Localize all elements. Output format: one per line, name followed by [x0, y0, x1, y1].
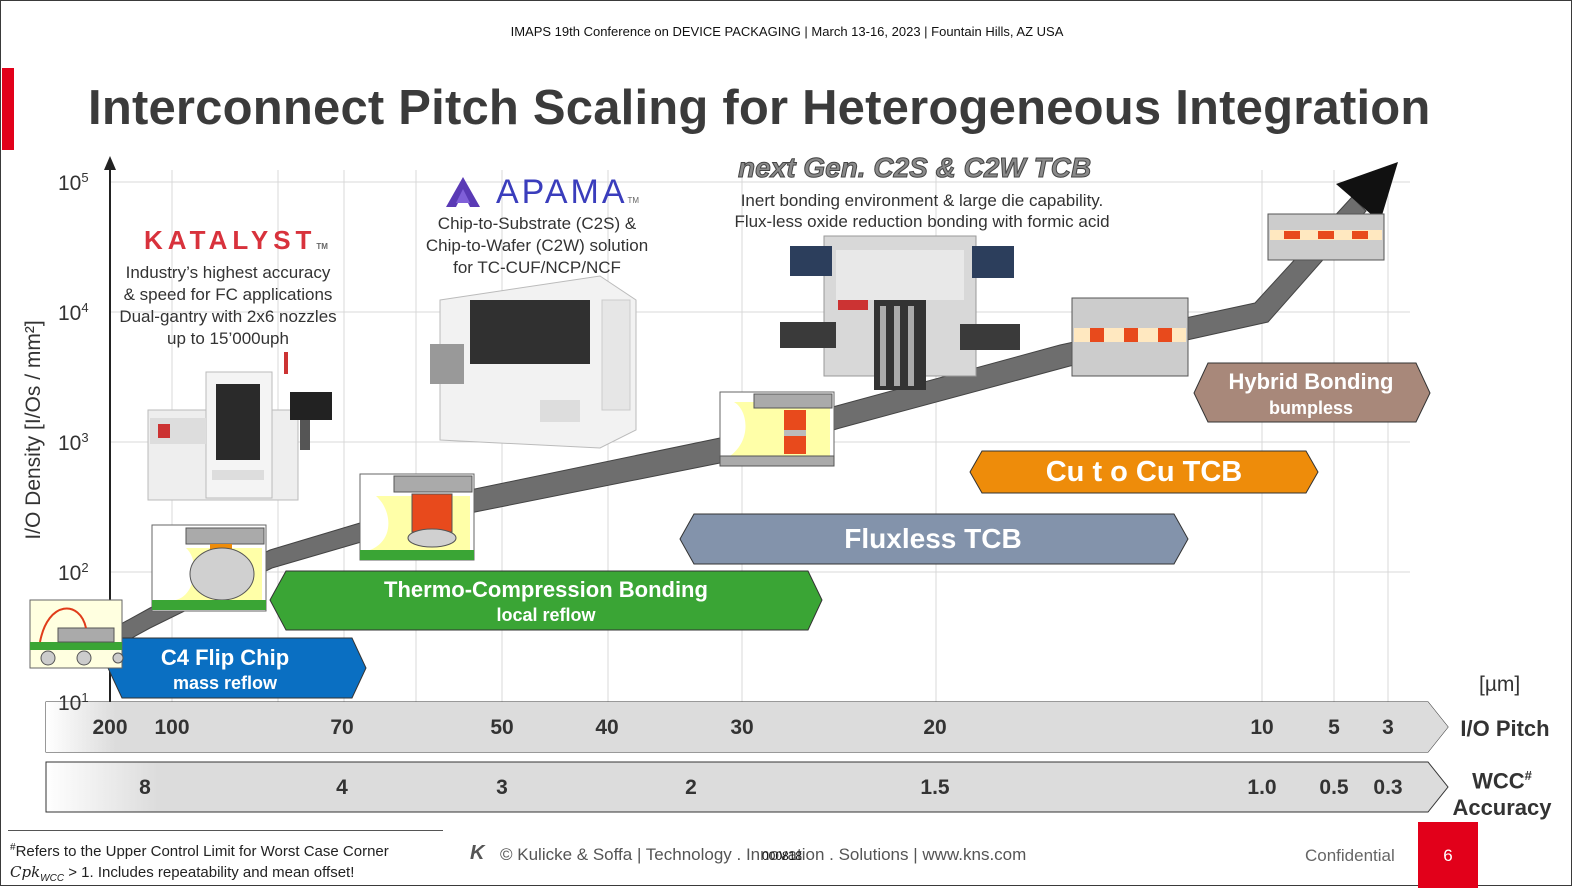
hybrid-banner-shape: [1193, 362, 1431, 423]
tcb-banner-shape: [269, 570, 823, 631]
tcb-banner-sub: local reflow: [496, 605, 596, 625]
wcc-value: 1.0: [1247, 776, 1277, 799]
tcb-package-image: [359, 473, 475, 561]
fluxless-package-image: [719, 391, 835, 467]
apama-description: Chip-to-Substrate (C2S) & Chip-to-Wafer …: [425, 214, 649, 277]
page-number: 6: [1443, 846, 1453, 865]
pitch-value: 70: [330, 716, 354, 739]
unit-label: [µm]: [1479, 673, 1521, 696]
cutocu-package-image: [1071, 297, 1189, 377]
pitch-value: 20: [923, 716, 947, 739]
hybrid-banner: Hybrid Bonding bumpless: [1206, 369, 1416, 419]
fluxless-banner-shape: [679, 513, 1189, 565]
pitch-value: 3: [1382, 716, 1394, 739]
pitch-value: 50: [490, 716, 514, 739]
y-tick: 101: [58, 690, 89, 715]
pitch-value: 5: [1328, 716, 1340, 739]
cutocu-banner-shape: [969, 450, 1319, 494]
apama-machine-image: [430, 275, 637, 449]
pitch-value: 100: [154, 716, 190, 739]
wcc-value: 4: [336, 776, 348, 799]
katalyst-description: Industry’s highest accuracy & speed for …: [119, 263, 337, 348]
page-number-box: [1418, 822, 1478, 888]
y-tick: 102: [58, 560, 89, 585]
pitch-value: 200: [92, 716, 128, 739]
wcc-value: 2: [685, 776, 697, 799]
confidential-label: Confidential: [1305, 846, 1395, 865]
nextgen-title: next Gen. C2S & C2W TCB: [737, 152, 1092, 184]
hybrid-package-image: [1267, 213, 1385, 261]
footnote: #Refers to the Upper Control Limit for W…: [10, 842, 389, 884]
tcb-banner: Thermo-Compression Bonding local reflow: [290, 577, 802, 626]
wcc-value: 3: [496, 776, 508, 799]
footnote-divider: [8, 830, 443, 831]
kns-logo-icon: K: [470, 842, 485, 864]
pitch-value: 30: [730, 716, 754, 739]
slide-title: Interconnect Pitch Scaling for Heterogen…: [88, 81, 1431, 135]
wcc-axis-name: WCC# Accuracy: [1452, 768, 1552, 821]
y-axis-label: I/O Density [I/Os / mm²]: [22, 320, 45, 540]
c4-banner-sub: mass reflow: [172, 673, 278, 693]
c4-banner: C4 Flip Chip mass reflow: [120, 645, 330, 694]
nextgen-description: Inert bonding environment & large die ca…: [734, 191, 1110, 231]
y-tick: 104: [58, 300, 89, 325]
c4-banner-title: C4 Flip Chip: [160, 645, 290, 670]
nextgen-machine-image: [780, 235, 1020, 390]
katalyst-machine-image: [147, 352, 332, 501]
cutocu-banner: Cu t o Cu TCB: [1045, 456, 1243, 488]
c4-package-image: [151, 524, 267, 612]
document-id: 000818: [762, 849, 803, 863]
fluxless-banner: Fluxless TCB: [844, 523, 1022, 554]
wcc-value: 0.5: [1319, 776, 1349, 799]
katalyst-logo: KATALYSTTM: [144, 225, 328, 255]
accent-bar: [2, 68, 14, 150]
pitch-axis-name: I/O Pitch: [1460, 716, 1550, 741]
y-tick: 103: [58, 430, 89, 455]
conference-header: IMAPS 19th Conference on DEVICE PACKAGIN…: [510, 24, 1064, 39]
apama-logo-icon: [446, 177, 480, 207]
wcc-value: 0.3: [1373, 776, 1403, 799]
pitch-value: 10: [1250, 716, 1274, 739]
company-footer: © Kulicke & Soffa | Technology . Innovat…: [500, 845, 1027, 864]
hybrid-banner-title: Hybrid Bonding: [1228, 369, 1394, 394]
wcc-value: 1.5: [920, 776, 950, 799]
y-axis-arrow-icon: [104, 156, 116, 170]
pitch-value: 40: [595, 716, 619, 739]
wirebond-package-image: [29, 599, 124, 669]
apama-logo: APAMATM: [446, 173, 639, 212]
wcc-value: 8: [139, 776, 151, 799]
tcb-banner-title: Thermo-Compression Bonding: [384, 577, 708, 602]
hybrid-banner-sub: bumpless: [1268, 398, 1354, 418]
y-tick: 105: [58, 170, 89, 195]
wcc-band: [45, 761, 1449, 813]
trend-arrow-icon: [1336, 162, 1398, 222]
